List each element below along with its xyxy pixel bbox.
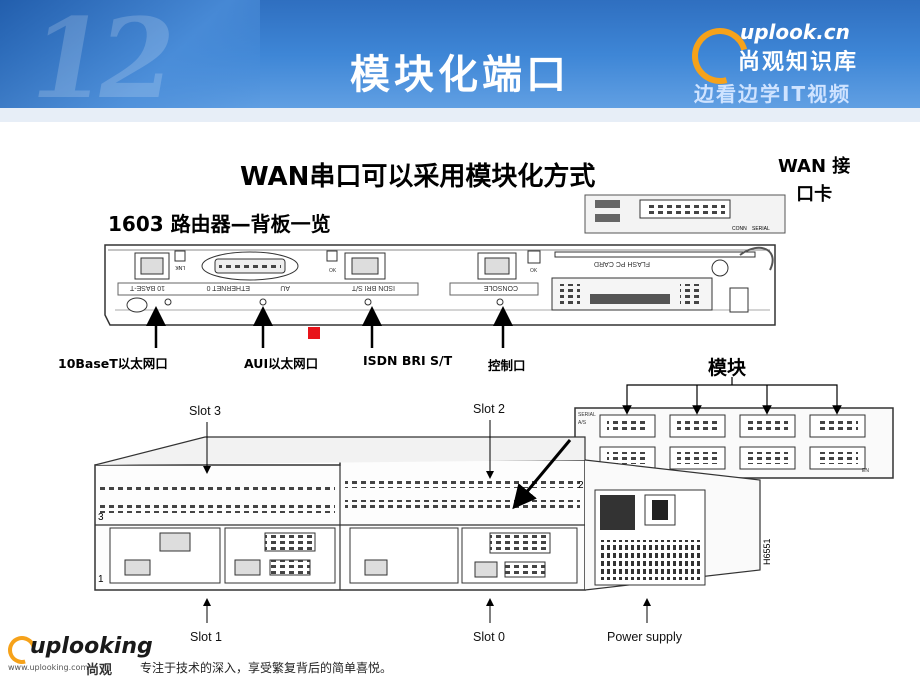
footer-url: www.uplooking.com	[8, 663, 89, 672]
brand-name: 尚观知识库	[738, 50, 859, 75]
title-banner: 12 模块化端口 uplook.cn 尚观知识库 边看边学IT视频	[0, 0, 920, 122]
main-heading: WAN串口可以采用模块化方式	[240, 162, 596, 192]
wan-card-label-line2: 口卡	[796, 184, 833, 205]
footer-logo: uplooking	[30, 634, 153, 659]
label-slot2: Slot 2	[473, 402, 505, 416]
svg-text:3: 3	[98, 512, 104, 523]
panel-10baset-label: 10 BASE-T	[129, 284, 165, 291]
wan-card-label-line1: WAN 接	[778, 156, 851, 177]
label-slot0: Slot 0	[473, 630, 505, 644]
label-console: 控制口	[488, 358, 526, 373]
banner-decoration	[0, 0, 260, 122]
red-marker	[308, 327, 320, 339]
brand-logo: uplook.cn 尚观知识库 边看边学IT视频	[681, 17, 888, 108]
brand-logo-text: uplook.cn	[740, 20, 850, 44]
isdn-ok-label: OK	[329, 268, 337, 274]
label-10baset: 10BaseT以太网口	[58, 356, 168, 371]
modular-router-chassis: 3 2 1 H6551	[94, 436, 772, 591]
panel-isdn-label: ISDN BRI S/T	[351, 284, 395, 291]
module-as-label: A/S	[578, 420, 587, 426]
label-power-supply: Power supply	[607, 630, 683, 644]
footer-logo-cn: 尚观	[86, 663, 113, 678]
label-slot3: Slot 3	[189, 404, 221, 418]
module-en-label: EN	[862, 468, 869, 474]
wan-interface-card: CONN SERIAL	[584, 194, 786, 234]
footer-slogan: 专注于技术的深入，享受繁复背后的简单喜悦。	[140, 661, 393, 675]
module-label: 模块	[708, 357, 747, 379]
router-heading: 1603 路由器—背板一览	[108, 212, 331, 236]
svg-text:2: 2	[578, 480, 584, 491]
console-ok-label: OK	[530, 268, 538, 274]
figure-id-label: H6551	[762, 538, 772, 565]
panel-au-label: AU	[280, 284, 290, 291]
banner-bottom-band	[0, 108, 920, 122]
wan-card-label: WAN 接 口卡	[778, 153, 850, 209]
brand-tagline: 边看边学IT视频	[694, 82, 852, 106]
card-serial-label: SERIAL	[752, 226, 770, 232]
card-conn-label: CONN	[732, 226, 747, 232]
module-serial-label: SERIAL	[578, 412, 596, 418]
router-back-panel: LNK 10 BASE-T ETHERNET 0 AU ISDN BRI S/T…	[104, 244, 776, 326]
slide-title: 模块化端口	[350, 52, 570, 98]
footer: uplooking www.uplooking.com 尚观 专注于技术的深入，…	[0, 630, 920, 690]
panel-ethernet-label: ETHERNET 0	[206, 284, 250, 291]
label-slot1: Slot 1	[190, 630, 222, 644]
panel-console-label: CONSOLE	[483, 284, 518, 291]
serial-module-panel: SERIAL A/S EN	[574, 377, 894, 479]
slot-pointer-arrows	[203, 420, 651, 623]
panel-flash-label: FLASH PC CARD	[594, 260, 650, 267]
svg-text:1: 1	[98, 574, 104, 585]
label-aui: AUI以太网口	[244, 356, 319, 371]
label-isdn: ISDN BRI S/T	[363, 353, 453, 368]
port-pointer-arrows	[146, 306, 513, 348]
lnk-label: LNK	[175, 264, 185, 270]
